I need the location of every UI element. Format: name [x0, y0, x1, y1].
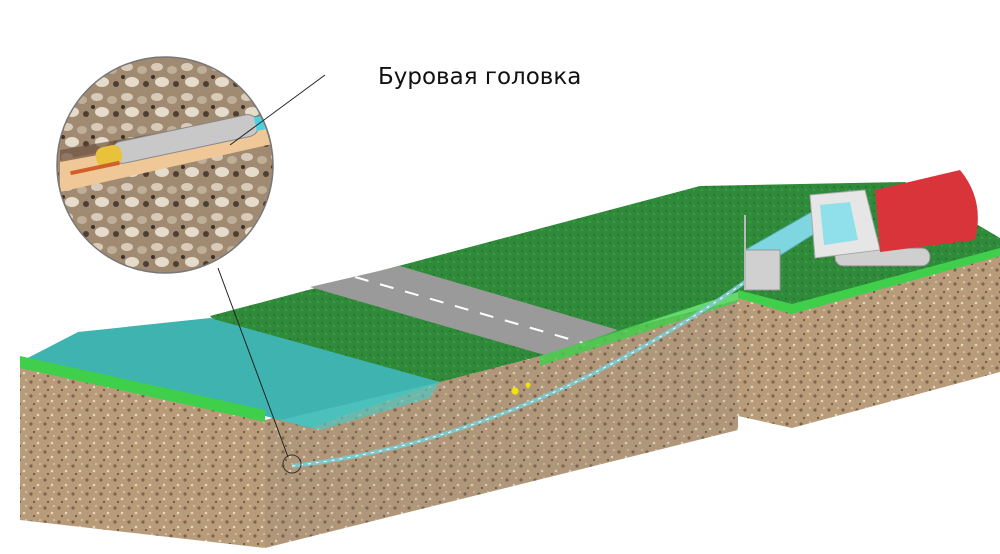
right-block-front	[738, 296, 792, 428]
drill-head-marker	[282, 454, 302, 474]
drilling-rig	[744, 170, 978, 291]
soil-side-face	[265, 300, 738, 548]
road-marking	[354, 276, 584, 344]
road	[310, 266, 618, 356]
drill-head-inset	[56, 56, 274, 274]
label-leader-line	[229, 74, 326, 146]
side-shade	[265, 300, 738, 548]
water-bank	[280, 382, 440, 430]
locator-marker	[525, 382, 531, 388]
locator-marker	[511, 387, 519, 395]
inset-leader-line	[217, 267, 289, 458]
water	[20, 318, 440, 428]
drill-head-label: Буровая головка	[378, 64, 582, 90]
drill-pipe	[291, 280, 747, 468]
soil-front-face	[20, 366, 265, 548]
grass-edge-side	[540, 292, 738, 366]
grass-edge-front	[20, 356, 265, 422]
